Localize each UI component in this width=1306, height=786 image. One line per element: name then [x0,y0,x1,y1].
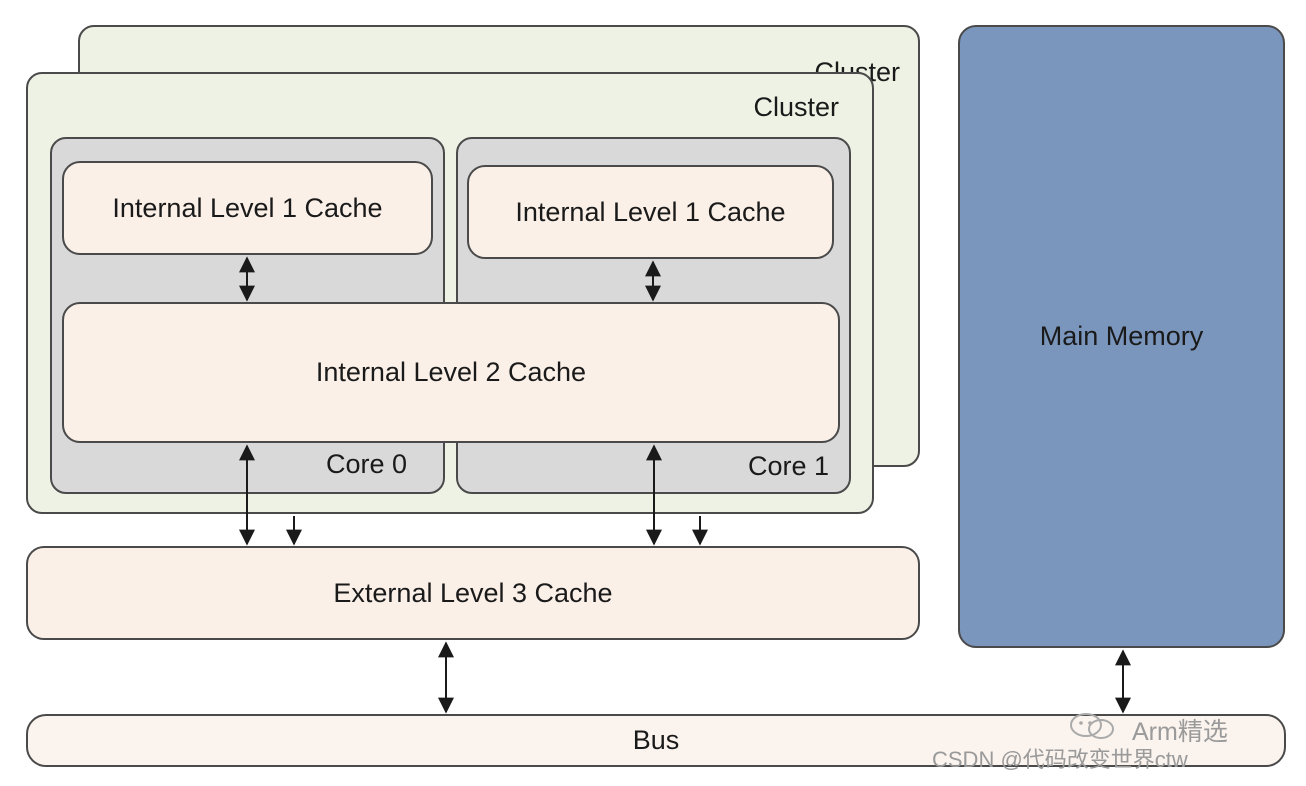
watermark-channel: Arm精选 [1132,718,1228,746]
core-0-l1-cache: Internal Level 1 Cache [62,161,433,255]
core-0-label: Core 0 [325,449,407,479]
cluster-front-label: Cluster [753,92,839,122]
watermark-author: CSDN @代码改变世界ctw [932,747,1188,772]
core-1-label: Core 1 [747,451,829,481]
l2-cache: Internal Level 2 Cache [62,302,840,443]
bus: Bus [26,714,1286,767]
l3-cache: External Level 3 Cache [26,546,920,640]
wechat-icon [1070,713,1114,739]
core-1-l1-cache: Internal Level 1 Cache [467,165,834,259]
main-memory: Main Memory [958,25,1285,648]
